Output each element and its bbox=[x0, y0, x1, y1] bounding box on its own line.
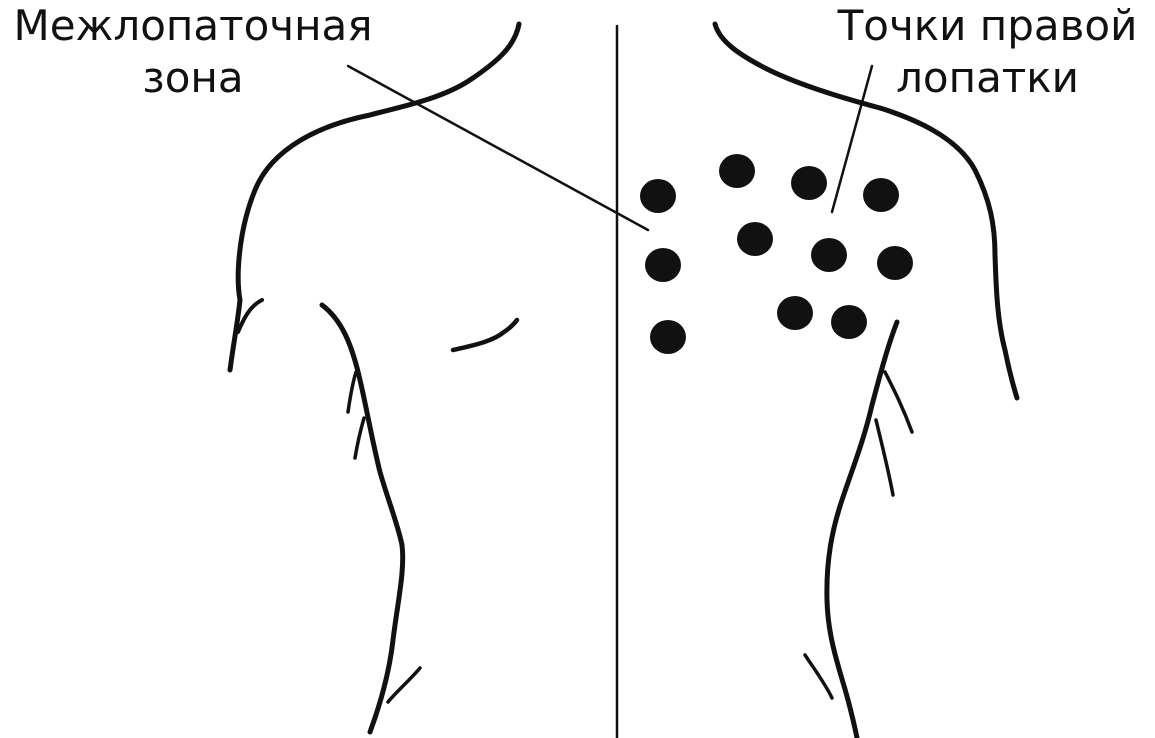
right-torso-outline bbox=[827, 322, 897, 738]
right-scapula-point bbox=[863, 178, 899, 212]
right-waist-crease bbox=[805, 655, 832, 698]
right-scapula-points-label: Точки правой лопатки bbox=[830, 0, 1145, 104]
right-scapula-point bbox=[831, 305, 867, 339]
right-scapula-point bbox=[791, 166, 827, 200]
right-crease-2 bbox=[876, 420, 893, 495]
right-scapula-label-line1: Точки правой bbox=[830, 0, 1145, 52]
right-scapula-point bbox=[737, 222, 773, 256]
interscapular-zone-label-line2: зона bbox=[8, 52, 378, 104]
left-torso-outline bbox=[322, 305, 403, 732]
left-waist-crease bbox=[388, 668, 420, 702]
interscapular-point bbox=[640, 179, 676, 213]
left-crease-1 bbox=[348, 372, 356, 412]
interscapular-zone-label: Межлопаточная зона bbox=[8, 0, 378, 104]
right-scapula-point bbox=[777, 296, 813, 330]
left-crease-2 bbox=[355, 418, 364, 458]
right-scapula-point bbox=[811, 238, 847, 272]
right-crease-1 bbox=[885, 372, 912, 432]
right-scapula-label-line2: лопатки bbox=[830, 52, 1145, 104]
right-scapula-point bbox=[877, 246, 913, 280]
interscapular-point bbox=[645, 248, 681, 282]
right-scapula-point bbox=[719, 154, 755, 188]
left-scapula-curve bbox=[453, 320, 517, 350]
leader-line-interscapular bbox=[348, 66, 648, 230]
interscapular-zone-label-line1: Межлопаточная bbox=[8, 0, 378, 52]
interscapular-point bbox=[650, 320, 686, 354]
